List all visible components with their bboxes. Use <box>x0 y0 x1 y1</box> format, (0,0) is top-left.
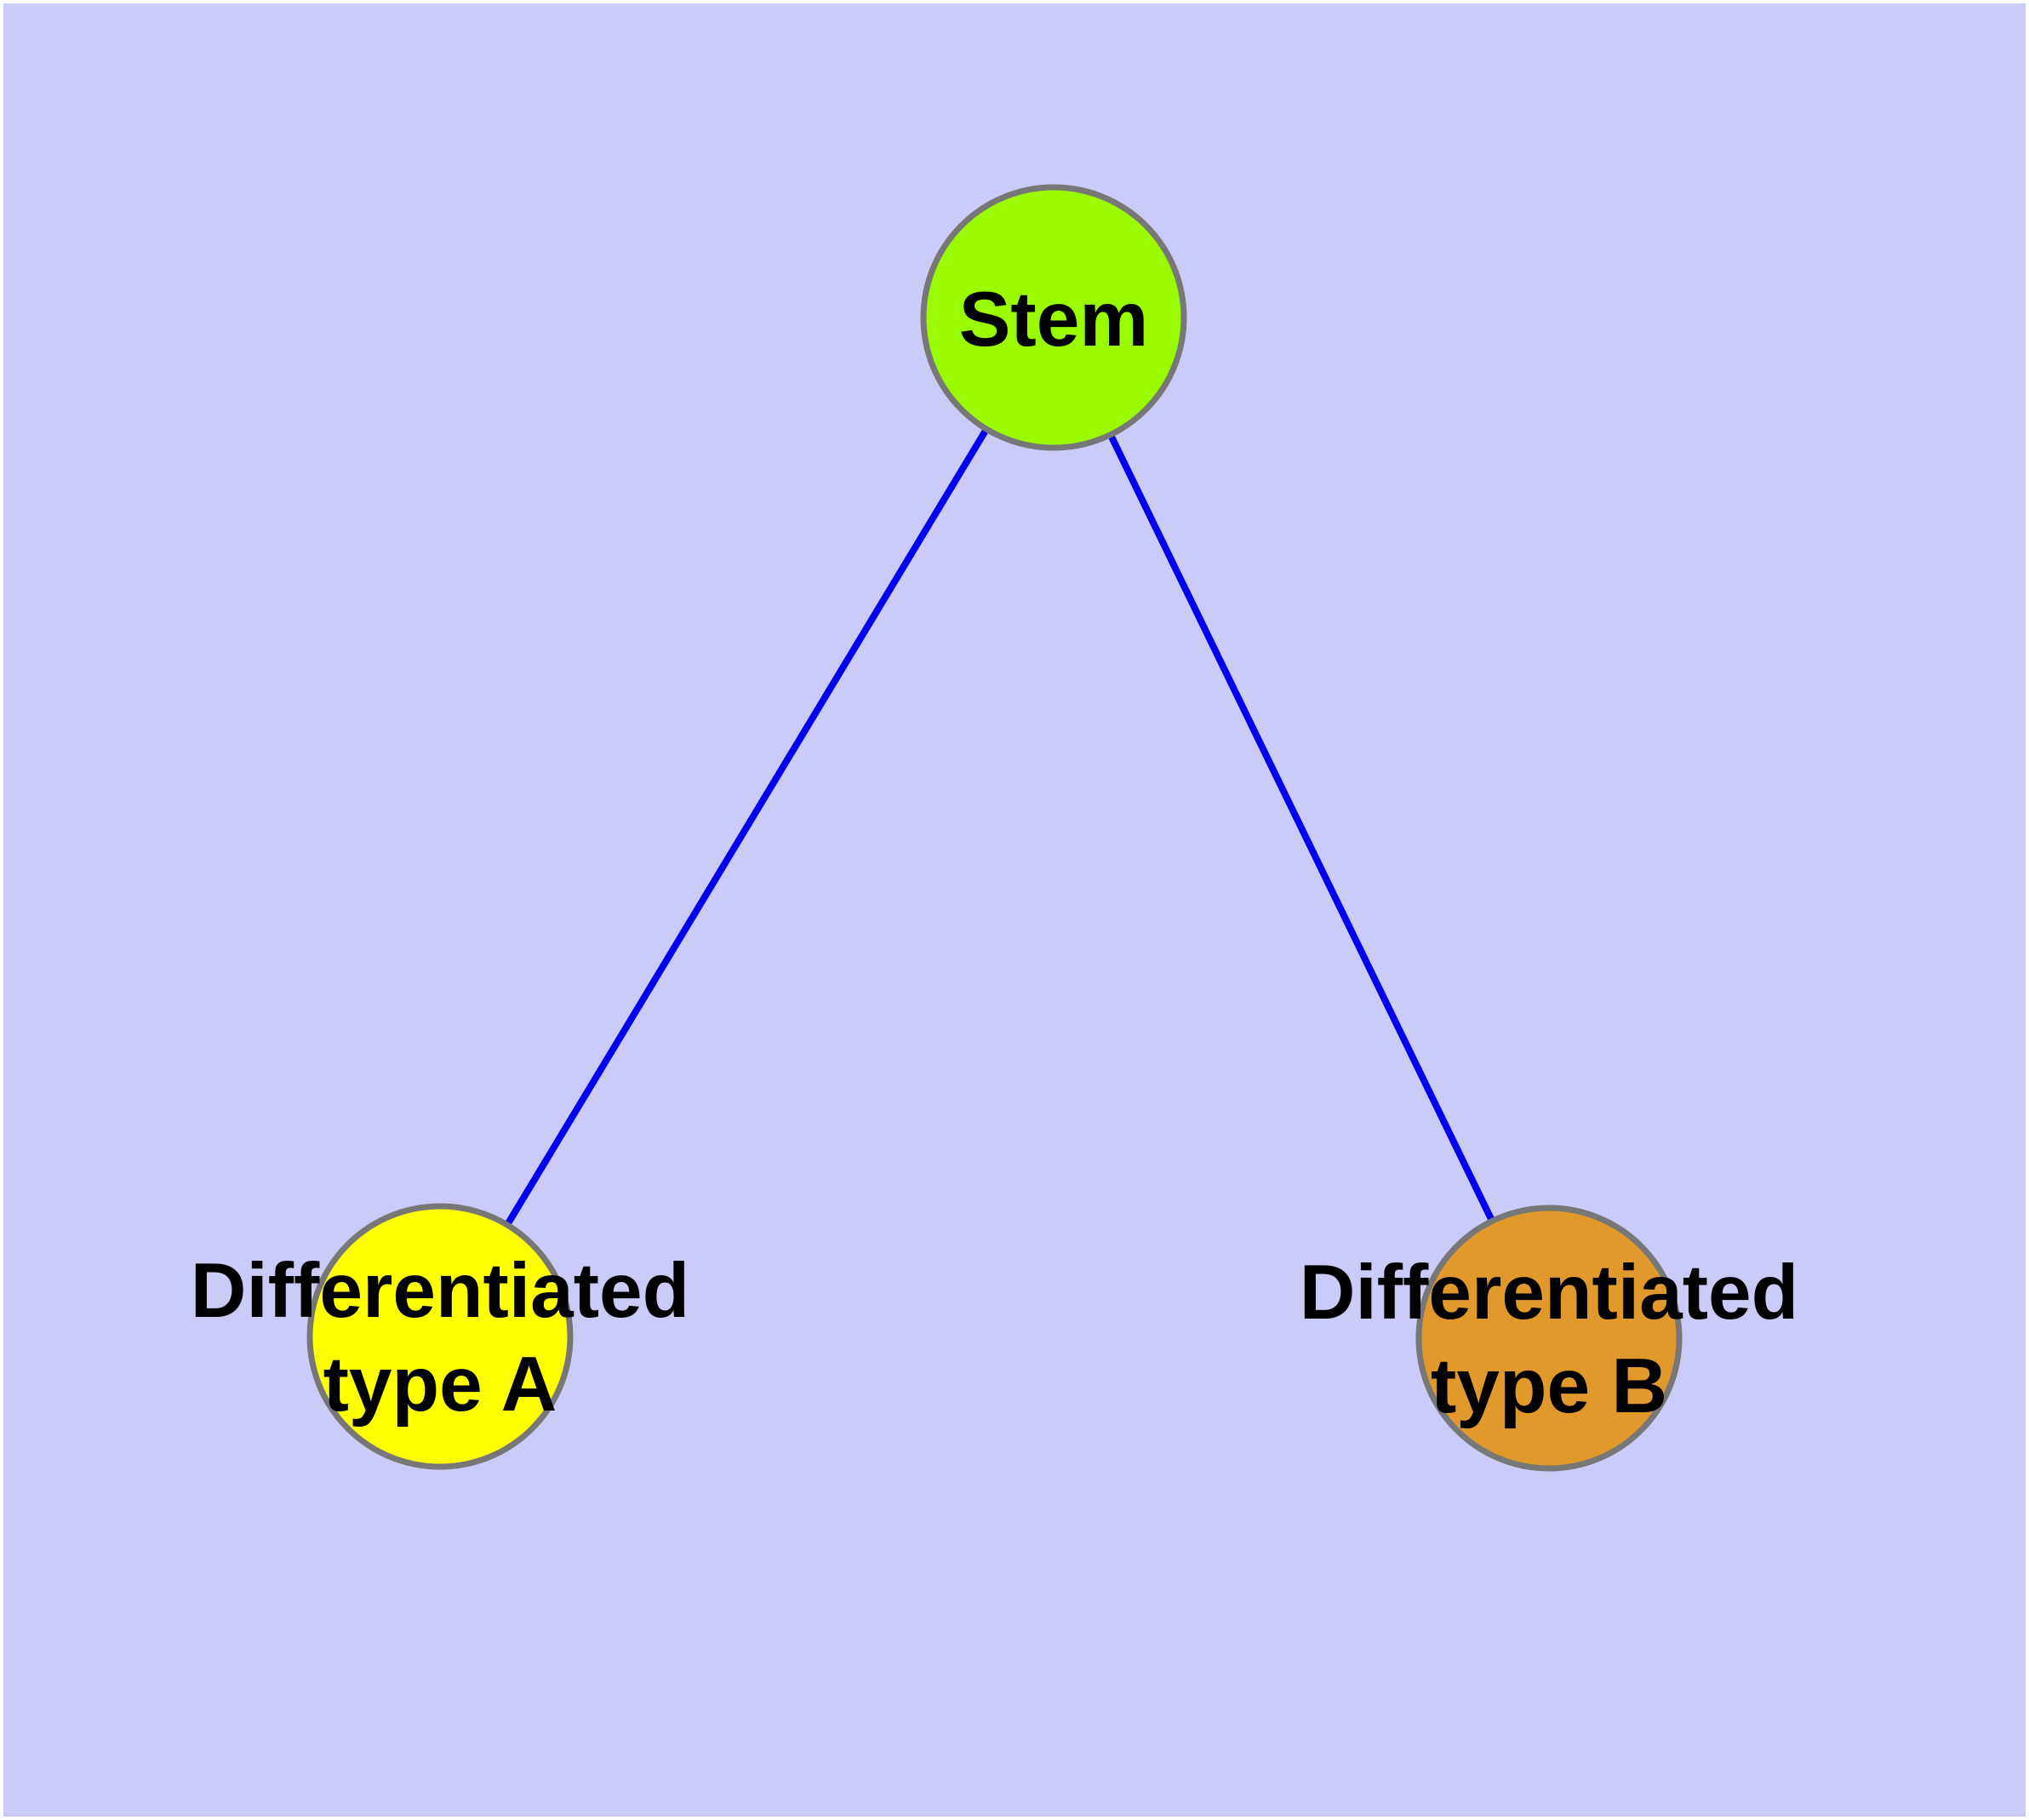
node-differentiated-type-b <box>1415 1205 1683 1472</box>
edge-stem-to-differentiated-type-b <box>1050 316 1552 1340</box>
node-differentiated-type-a-label-line1: Differentiated <box>191 1248 690 1334</box>
node-stem <box>920 184 1187 451</box>
edge-stem-to-differentiated-type-a <box>437 315 1057 1339</box>
node-differentiated-type-b-label-line1: Differentiated <box>1300 1250 1799 1336</box>
node-differentiated-type-a <box>306 1203 574 1470</box>
node-differentiated-type-a-label-line2: type A <box>323 1342 557 1428</box>
node-stem-label: Stem <box>959 277 1149 363</box>
node-differentiated-type-b-label-line2: type B <box>1431 1343 1667 1429</box>
